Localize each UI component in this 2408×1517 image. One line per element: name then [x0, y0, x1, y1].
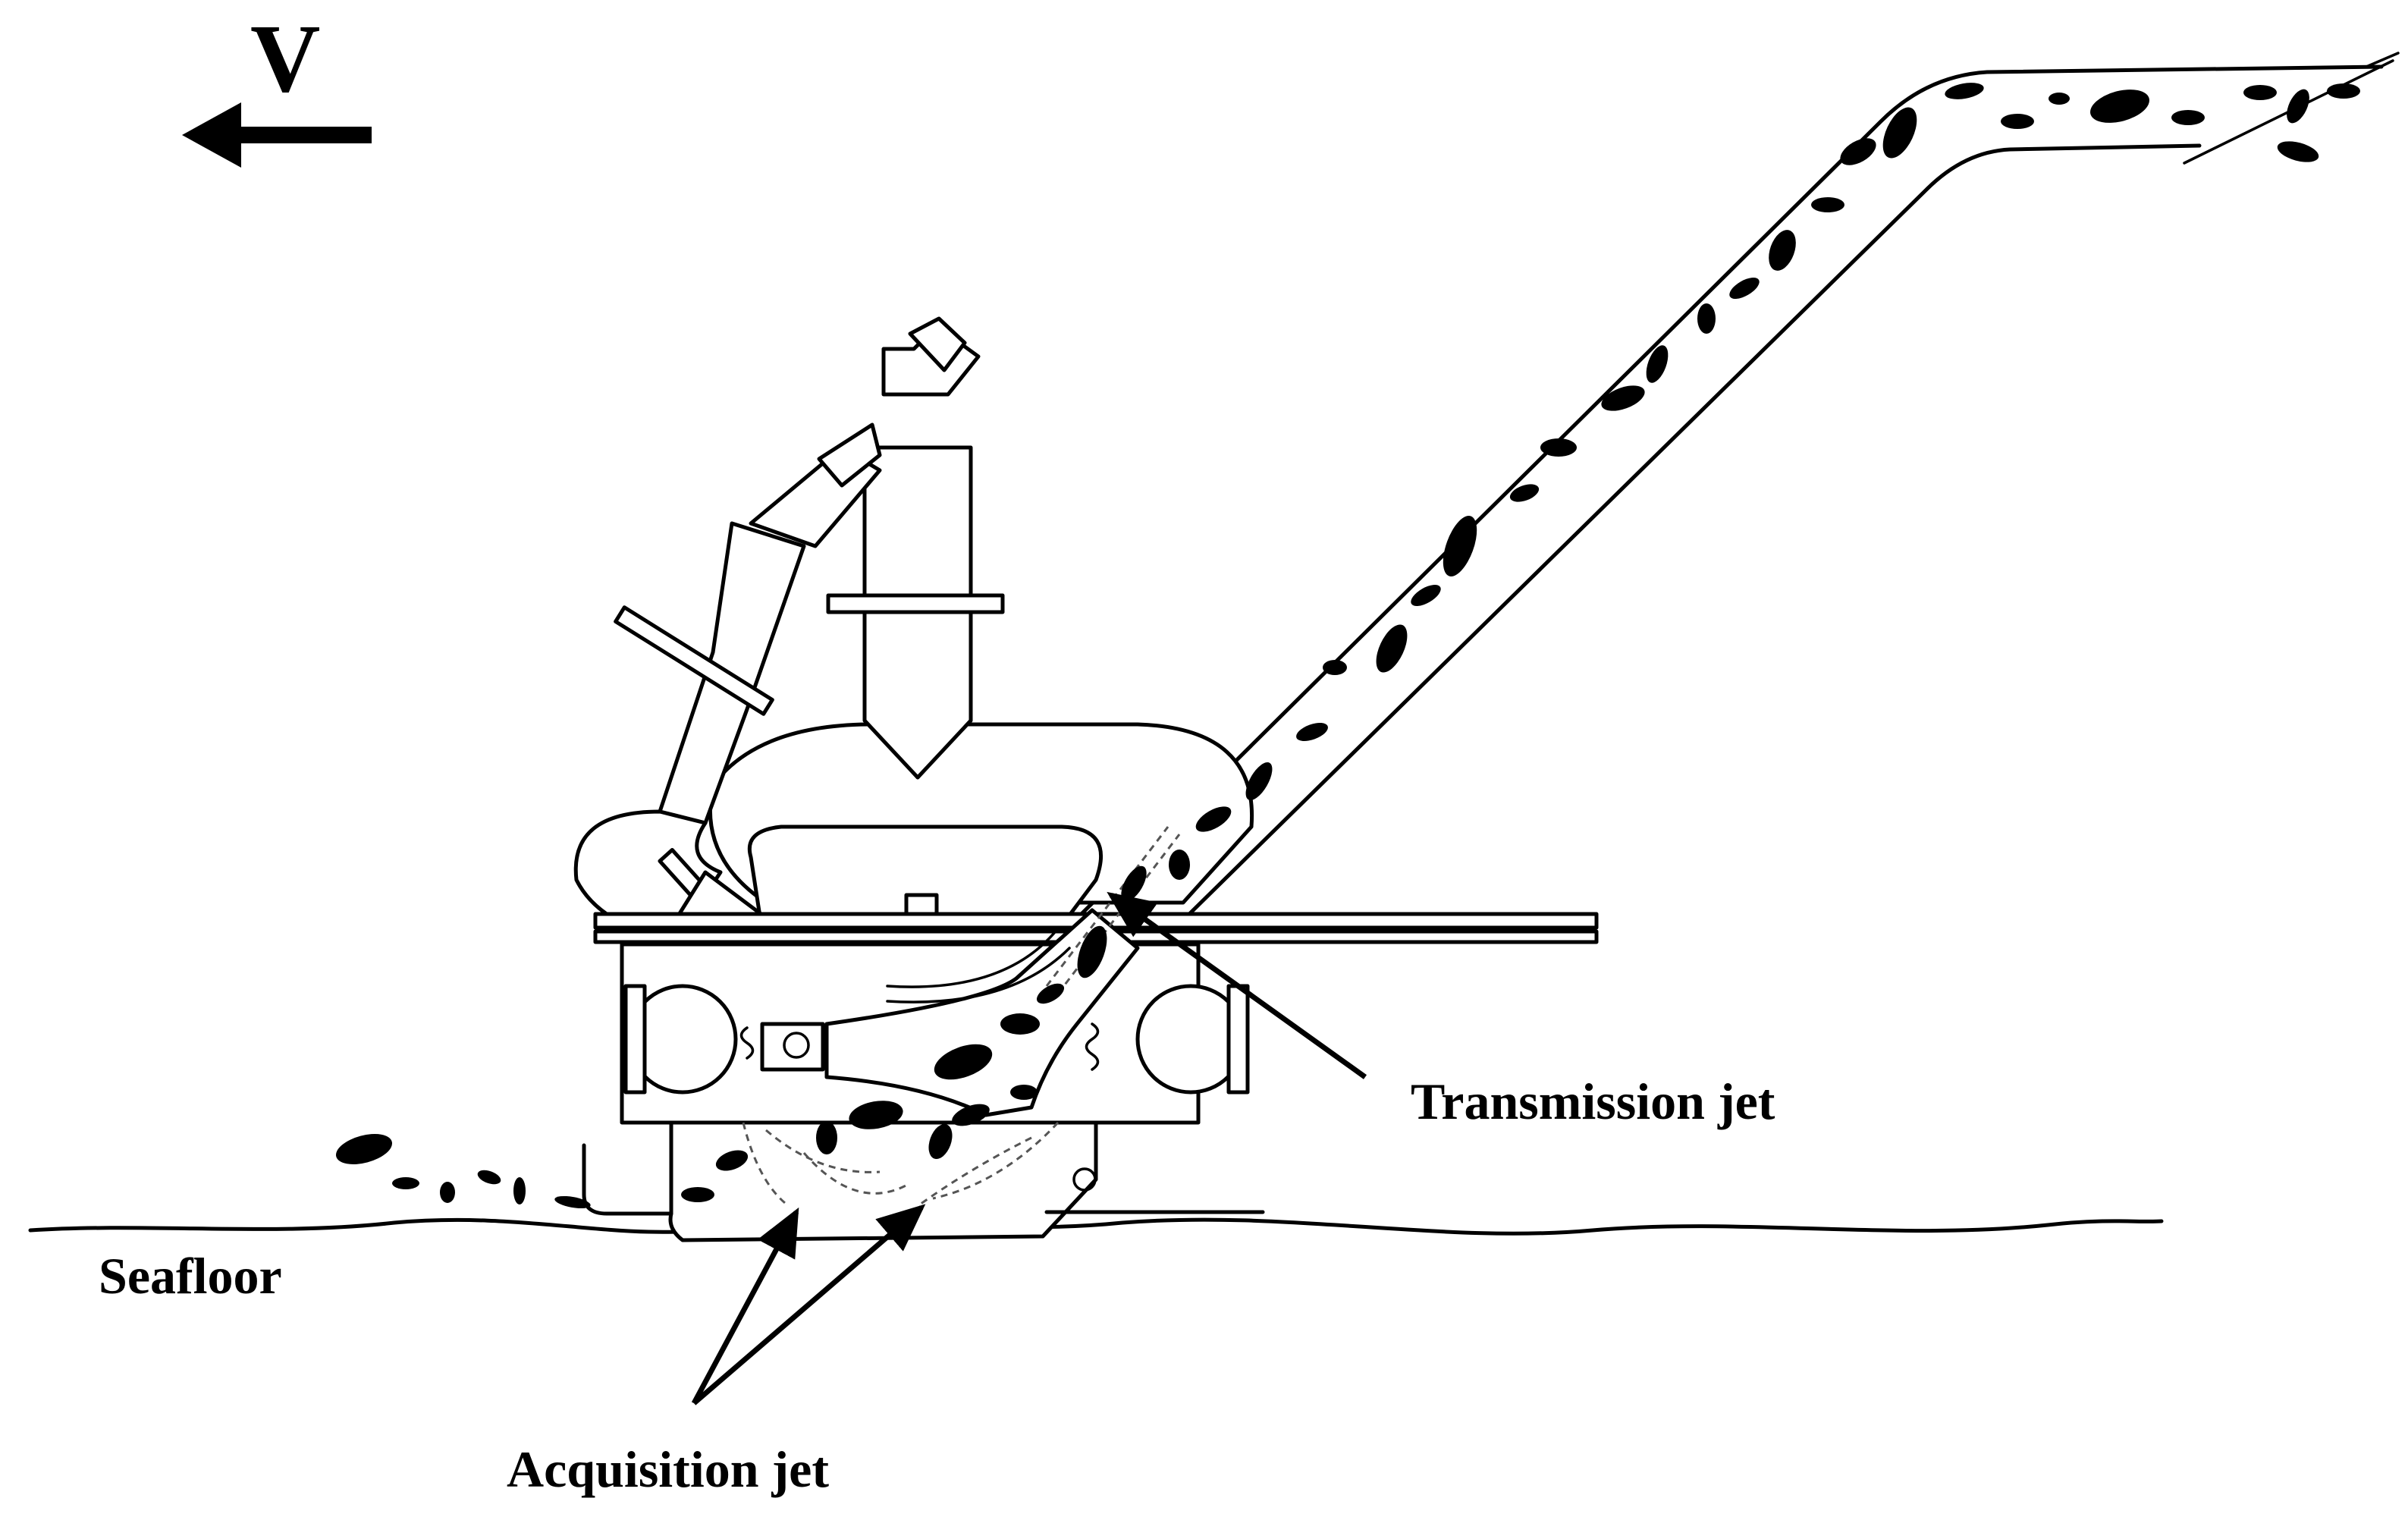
acquisition-flow-3: [802, 1152, 911, 1195]
transmission-jet-callout: Transmission jet: [1107, 891, 1775, 1130]
transmission-jet-arrow: [1107, 891, 1367, 1079]
seafloor-line: [28, 1217, 2164, 1236]
velocity-indicator: V: [182, 5, 372, 168]
acquisition-flow-4: [932, 1121, 1060, 1200]
actuator-box: [760, 1022, 825, 1072]
actuator-pin: [783, 1032, 810, 1059]
duct-flange: [826, 593, 1005, 614]
velocity-label: V: [250, 5, 320, 112]
acquisition-jet-label: Acquisition jet: [507, 1440, 829, 1498]
flow-duct: [824, 908, 1140, 1117]
duct-rib-2: [886, 947, 1071, 1003]
acquisition-flow-1: [742, 1122, 790, 1208]
chamber-roller: [1072, 1167, 1097, 1192]
acquisition-flow-5: [917, 1136, 1032, 1208]
acquisition-jet-arrow-right: [692, 1204, 926, 1406]
left-wheel-mount: [623, 984, 647, 1095]
velocity-arrow-head: [182, 102, 241, 168]
spring-icon-right: [1085, 1022, 1100, 1071]
acquisition-flow-2: [765, 1129, 881, 1173]
seafloor-label: Seafloor: [99, 1247, 282, 1305]
duct-nozzle: [908, 316, 967, 372]
acquisition-jet-callout: Acquisition jet: [507, 1204, 926, 1498]
right-wheel-mount: [1226, 984, 1250, 1095]
nodules: [336, 83, 2360, 1209]
pump-flange: [614, 605, 774, 716]
acquisition-jet-arrow-left: [691, 1207, 799, 1405]
spring-icon-left: [739, 1026, 755, 1060]
front-skid: [582, 1143, 673, 1216]
pump-head: [817, 422, 882, 488]
collector-vehicle: [573, 316, 1599, 1242]
transmission-jet-label: Transmission jet: [1411, 1073, 1775, 1130]
duct-rib-1: [886, 931, 1056, 988]
acquisition-chamber: [668, 1120, 1098, 1242]
riser-pipe: [1006, 52, 2400, 1049]
